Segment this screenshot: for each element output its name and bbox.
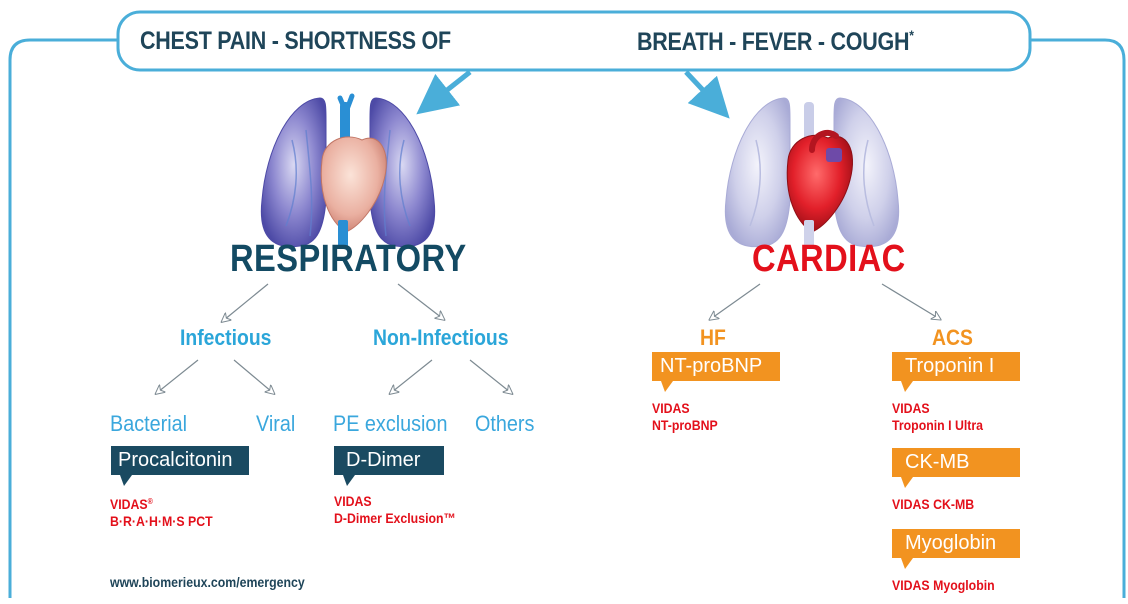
outer-frame — [10, 40, 120, 598]
procalcitonin-product: VIDAS® B·R·A·H·M·S PCT — [110, 493, 213, 530]
arrow-resp-infectious — [224, 284, 268, 320]
lungs-heart-blue-icon — [261, 96, 434, 248]
cardiac-heading: CARDIAC — [752, 238, 906, 281]
ntprobnp-product: VIDAS NT-proBNP — [652, 400, 718, 434]
ckmb-product: VIDAS CK-MB — [892, 496, 974, 513]
arrow-to-cardiac — [686, 72, 716, 104]
arrow-resp-noninfectious — [398, 284, 442, 318]
arrow-noninf-pe — [392, 360, 432, 392]
ntprobnp-label: NT-proBNP — [660, 353, 762, 379]
bacterial-label: Bacterial — [110, 411, 187, 437]
ddimer-product: VIDAS D-Dimer Exclusion™ — [334, 493, 456, 527]
lungs-heart-red-icon — [725, 98, 898, 248]
troponin-label: Troponin I — [905, 353, 994, 379]
acs-label: ACS — [932, 325, 973, 351]
respiratory-heading: RESPIRATORY — [230, 238, 467, 281]
myoglobin-label: Myoglobin — [905, 530, 996, 556]
myoglobin-product: VIDAS Myoglobin — [892, 577, 995, 594]
ckmb-label: CK-MB — [905, 449, 969, 475]
infectious-label: Infectious — [180, 325, 271, 351]
outer-frame-right — [1030, 40, 1124, 598]
hf-label: HF — [700, 325, 726, 351]
ddimer-label: D-Dimer — [346, 447, 420, 473]
title-right: BREATH - FEVER - COUGH* — [637, 27, 914, 57]
troponin-product: VIDAS Troponin I Ultra — [892, 400, 983, 434]
noninfectious-label: Non-Infectious — [373, 325, 509, 351]
others-label: Others — [475, 411, 534, 437]
arrow-cardiac-hf — [712, 284, 760, 318]
title-left: CHEST PAIN - SHORTNESS OF — [140, 27, 451, 56]
footer-url-link[interactable]: www.biomerieux.com/emergency — [110, 574, 305, 590]
arrow-infectious-bacterial — [158, 360, 198, 392]
arrow-noninf-others — [470, 360, 510, 392]
arrow-to-respiratory — [432, 72, 470, 102]
arrow-cardiac-acs — [882, 284, 938, 318]
arrow-infectious-viral — [234, 360, 272, 392]
pe-exclusion-label: PE exclusion — [333, 411, 447, 437]
viral-label: Viral — [256, 411, 295, 437]
procalcitonin-label: Procalcitonin — [118, 447, 233, 473]
